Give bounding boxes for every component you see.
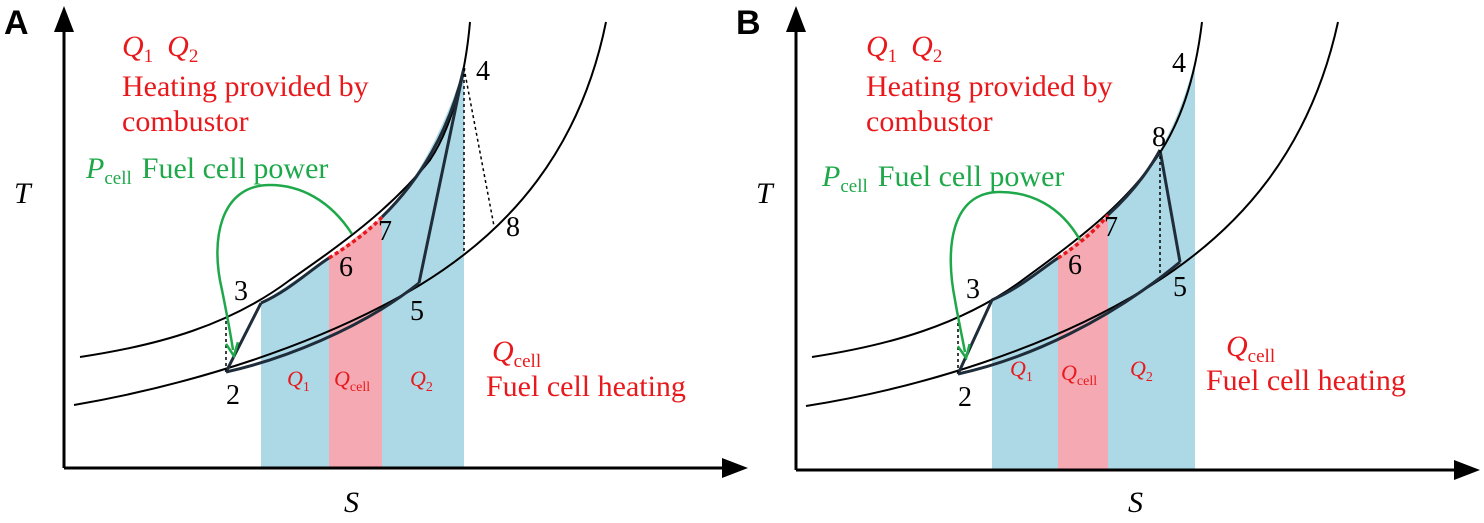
point-4: 4 — [1172, 48, 1186, 79]
cycle-8-5 — [1158, 149, 1182, 263]
point-2: 2 — [226, 380, 240, 411]
legend-qcell: Qcell — [1226, 330, 1275, 367]
point-7: 7 — [1104, 212, 1118, 243]
cycle-6-7-dashed — [328, 215, 384, 260]
point-6: 6 — [339, 252, 353, 283]
x-axis-label: S — [1128, 486, 1143, 519]
panel-label: A — [4, 4, 29, 42]
legend-heating-line1: Heating provided by — [866, 70, 1113, 103]
band-qcell — [1058, 215, 1108, 470]
cycle-2-low — [957, 260, 1181, 376]
band-label-q1: Q1 — [1010, 356, 1033, 385]
cycle-3-6 — [260, 256, 330, 305]
point-3: 3 — [234, 276, 248, 307]
y-axis-label: T — [756, 177, 775, 210]
band-label-q2: Q2 — [410, 366, 433, 395]
band-q2 — [1108, 60, 1195, 470]
point-4: 4 — [476, 56, 490, 87]
cycle-7-8 — [1106, 149, 1162, 217]
point-5: 5 — [410, 296, 424, 327]
point-7: 7 — [378, 216, 392, 247]
band-qcell — [329, 217, 382, 468]
panel-label: B — [736, 4, 761, 42]
y-axis-arrow — [54, 6, 74, 32]
x-axis-arrow — [1454, 460, 1480, 480]
band-label-q1: Q1 — [287, 366, 310, 395]
point-8: 8 — [1152, 122, 1166, 153]
legend-heating-line2: combustor — [122, 105, 249, 138]
legend-heating-line2: combustor — [866, 105, 993, 138]
legend-fuel-heating: Fuel cell heating — [1206, 364, 1406, 397]
fuel-cell-power-arrow — [949, 190, 1082, 352]
dotted-4-8 — [463, 67, 495, 227]
band-label-qcell: Qcell — [334, 366, 370, 395]
band-label-q2: Q2 — [1130, 356, 1153, 385]
cycle-2-3 — [956, 299, 994, 375]
band-q1 — [992, 258, 1058, 470]
cycle-2-3 — [224, 302, 263, 373]
legend-qcell: Qcell — [492, 335, 541, 372]
band-q1 — [261, 258, 329, 468]
legend-heating-line1: Heating provided by — [122, 70, 369, 103]
y-axis-arrow — [786, 6, 806, 32]
x-axis-arrow — [722, 458, 748, 478]
point-8: 8 — [506, 212, 520, 243]
y-axis-label: T — [14, 177, 33, 210]
cycle-2-low — [225, 281, 420, 374]
point-2: 2 — [958, 382, 972, 413]
cycle-3-6 — [991, 256, 1059, 302]
cycle-4-5 — [417, 67, 466, 284]
point-5: 5 — [1173, 272, 1187, 303]
legend-fuel-heating: Fuel cell heating — [486, 370, 686, 403]
point-3: 3 — [966, 274, 980, 305]
x-axis-label: S — [344, 486, 359, 519]
isobar-low — [73, 21, 607, 406]
band-label-qcell: Qcell — [1061, 360, 1097, 389]
point-6: 6 — [1068, 250, 1082, 281]
fuel-cell-power-arrow — [216, 183, 354, 350]
